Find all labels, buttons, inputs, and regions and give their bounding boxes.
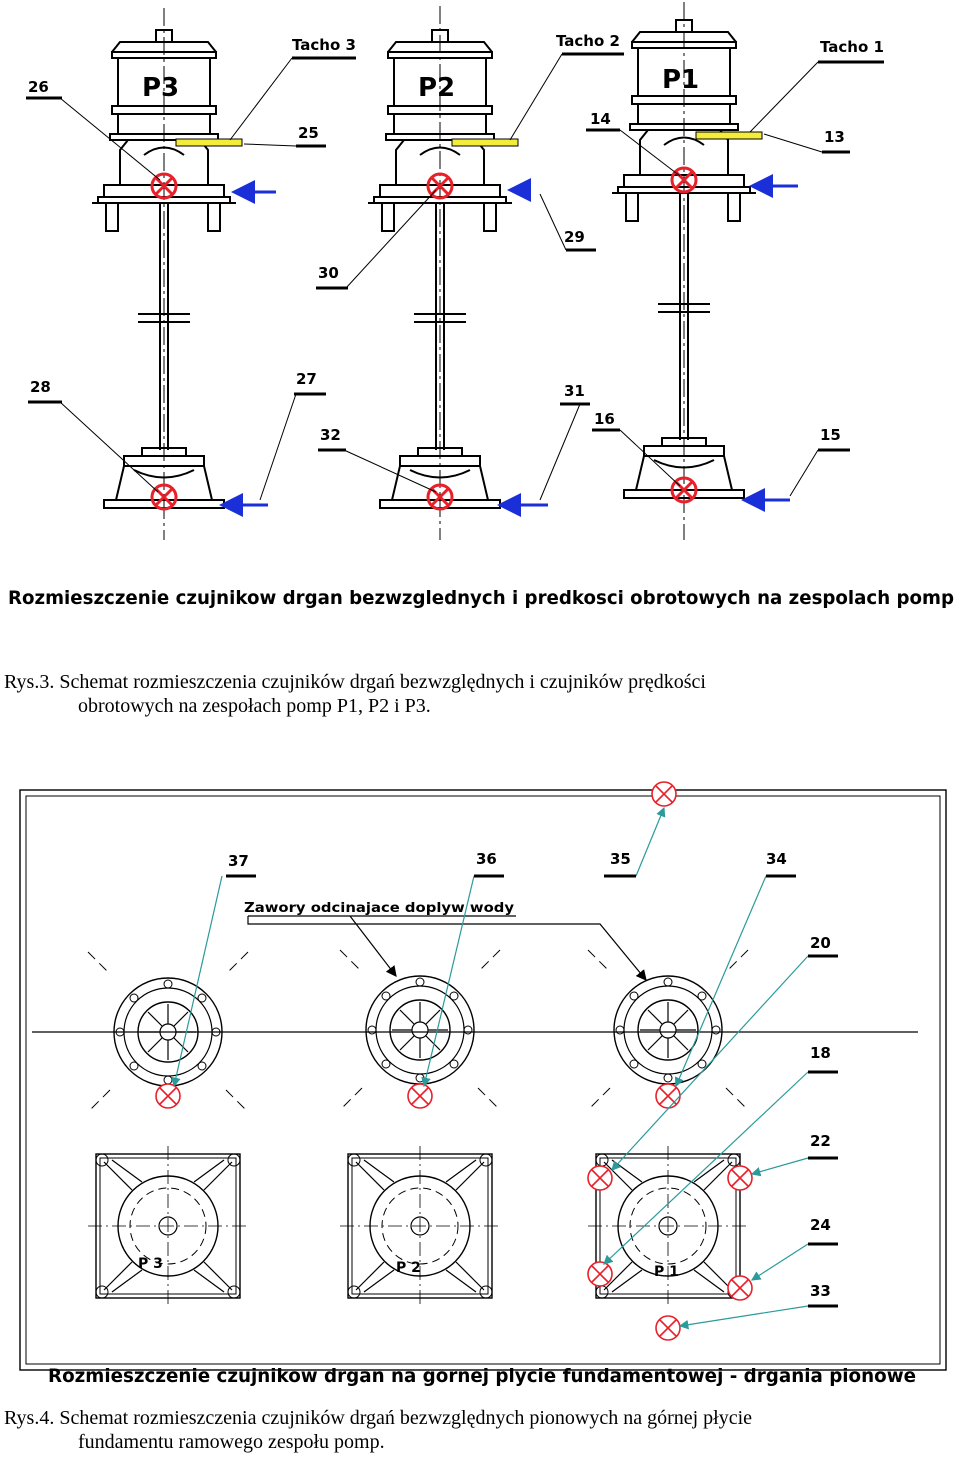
sensor-20-icon: [655, 1083, 681, 1109]
figure-4-drawing: P 3 P 2 P 1 Zawory odcinajace doplyw wod…: [19, 781, 947, 1387]
base-plate-p3: [87, 1145, 249, 1307]
callout-28: 28: [30, 378, 51, 396]
callout-underlines: [226, 874, 838, 1308]
callout-32: 32: [320, 426, 341, 444]
callout-35: 35: [610, 850, 631, 868]
callout-26: 26: [28, 78, 49, 96]
figure-4-caption: Rys.4. Schemat rozmieszczenia czujników …: [4, 1406, 960, 1454]
callout-22: 22: [810, 1132, 831, 1150]
pump-label-p3: P 3: [138, 1256, 163, 1272]
sensor-33-icon: [655, 1315, 681, 1341]
foundation-plate-inner: [25, 795, 941, 1365]
callout-13: 13: [824, 128, 845, 146]
callout-31: 31: [564, 382, 585, 400]
callout-27: 27: [296, 370, 317, 388]
callout-34: 34: [766, 850, 787, 868]
figure-4-caption-line-2: fundamentu ramowego zespołu pomp.: [78, 1431, 385, 1453]
figure-4-label: Rys.4.: [4, 1407, 55, 1429]
pump-unit-p1: [612, 2, 756, 540]
figure-4-title: Rozmieszczenie czujnikow drgan na gornej…: [48, 1365, 916, 1387]
sensor-24-icon: [587, 1261, 613, 1287]
valves-note: Zawory odcinajace doplyw wody: [244, 901, 515, 916]
callout-33: 33: [810, 1282, 831, 1300]
callout-16: 16: [594, 410, 615, 428]
sensor-37-icon: [155, 1083, 181, 1109]
callout-36: 36: [476, 850, 497, 868]
callout-29: 29: [564, 228, 585, 246]
figure-3-caption-line-1: Schemat rozmieszczenia czujników drgań b…: [59, 671, 706, 693]
callout-underlines: [26, 52, 884, 452]
figure-4-caption-line-1: Schemat rozmieszczenia czujników drgań b…: [59, 1407, 753, 1429]
pump-unit-p2: [368, 6, 512, 540]
callout-15: 15: [820, 426, 841, 444]
sensor-22-icon: [727, 1165, 753, 1191]
sensor-35-icon: [651, 781, 677, 807]
sensor-18-icon: [587, 1165, 613, 1191]
tacho-sensor-1: [695, 131, 763, 140]
figure-3-caption: Rys.3. Schemat rozmieszczenia czujników …: [4, 670, 960, 718]
sensor-36-icon: [407, 1083, 433, 1109]
callout-20: 20: [810, 934, 831, 952]
figure-3-label: Rys.3.: [4, 671, 55, 693]
sensor-leaders: [171, 806, 809, 1330]
callout-24: 24: [810, 1216, 831, 1234]
figure-3-title: Rozmieszczenie czujnikow drgan bezwzgled…: [8, 587, 954, 609]
pump-label-p2: P2: [418, 73, 455, 103]
tacho-sensor-3: [175, 138, 243, 147]
callout-tacho-2: Tacho 2: [556, 32, 620, 50]
callout-30: 30: [318, 264, 339, 282]
tacho-sensor-2: [451, 138, 519, 147]
callout-14: 14: [590, 110, 611, 128]
callout-37: 37: [228, 852, 249, 870]
pump-label-p3: P3: [142, 73, 179, 103]
arrow-group: [219, 174, 798, 517]
leader-lines: [59, 53, 823, 501]
figure-3-caption-line-2: obrotowych na zespołach pomp P1, P2 i P3…: [78, 695, 431, 717]
base-plate-p2: [339, 1145, 501, 1307]
pump-label-p1: P1: [662, 65, 699, 95]
foundation-plate-outline: [19, 789, 947, 1371]
callout-tacho-1: Tacho 1: [820, 38, 884, 56]
callout-tacho-3: Tacho 3: [292, 36, 356, 54]
sensor-24b-icon: [727, 1275, 753, 1301]
pump-label-p2: P 2: [396, 1260, 421, 1276]
callout-18: 18: [810, 1044, 831, 1062]
valves-leaders: [247, 915, 647, 981]
pump-label-p1: P 1: [654, 1264, 679, 1280]
figure-3-drawing: P3 P2 P1: [8, 2, 954, 609]
callout-25: 25: [298, 124, 319, 142]
